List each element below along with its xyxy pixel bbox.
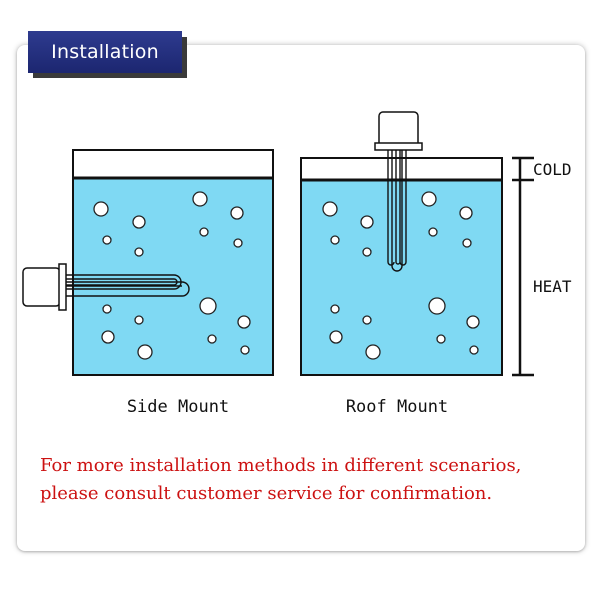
bubble	[469, 345, 479, 355]
bubble	[365, 344, 381, 360]
bubble	[362, 315, 372, 325]
bubble	[102, 304, 112, 314]
bubble	[360, 215, 374, 229]
heat-label: HEAT	[533, 277, 572, 296]
bubble	[362, 247, 372, 257]
bubble	[322, 201, 338, 217]
bubble	[199, 227, 209, 237]
bubble	[240, 345, 250, 355]
level-bracket	[512, 156, 534, 377]
bubble	[436, 334, 446, 344]
bubble	[428, 297, 446, 315]
bubble	[207, 334, 217, 344]
bubble	[230, 206, 244, 220]
roof-heater-head	[378, 111, 419, 148]
bubble	[101, 330, 115, 344]
side-tank-air-gap	[72, 149, 274, 179]
note-line-2: please consult customer service for conf…	[40, 483, 493, 504]
bubble	[102, 235, 112, 245]
bubble	[237, 315, 251, 329]
bubble	[192, 191, 208, 207]
roof-heater	[374, 111, 423, 272]
roof-heater-tubes	[387, 150, 407, 272]
note-line-1: For more installation methods in differe…	[40, 455, 522, 476]
bubble	[459, 206, 473, 220]
bubble	[137, 344, 153, 360]
bubble	[329, 330, 343, 344]
roof-heater-flange	[374, 142, 423, 151]
side-tank-bubbles	[93, 191, 251, 360]
bubble	[134, 247, 144, 257]
section-title: Installation	[28, 31, 182, 73]
bubble	[199, 297, 217, 315]
side-mount-caption: Side Mount	[126, 397, 230, 417]
side-heater-flange	[58, 263, 67, 311]
bubble	[330, 304, 340, 314]
section-header: Installation	[28, 31, 187, 79]
installation-note: For more installation methods in differe…	[40, 452, 570, 508]
bubble	[421, 191, 437, 207]
side-heater-head	[22, 267, 61, 307]
bubble	[233, 238, 243, 248]
bubble	[330, 235, 340, 245]
roof-mount-caption: Roof Mount	[345, 397, 449, 417]
side-heater-tubes	[66, 274, 190, 297]
roof-tank-bubbles	[322, 191, 480, 360]
side-heater	[22, 263, 190, 311]
side-mount-tank	[22, 149, 274, 376]
cold-label: COLD	[533, 160, 572, 179]
roof-mount-tank	[300, 111, 503, 376]
bubble	[428, 227, 438, 237]
bubble	[132, 215, 146, 229]
bubble	[462, 238, 472, 248]
bubble	[466, 315, 480, 329]
bubble	[134, 315, 144, 325]
bubble	[93, 201, 109, 217]
